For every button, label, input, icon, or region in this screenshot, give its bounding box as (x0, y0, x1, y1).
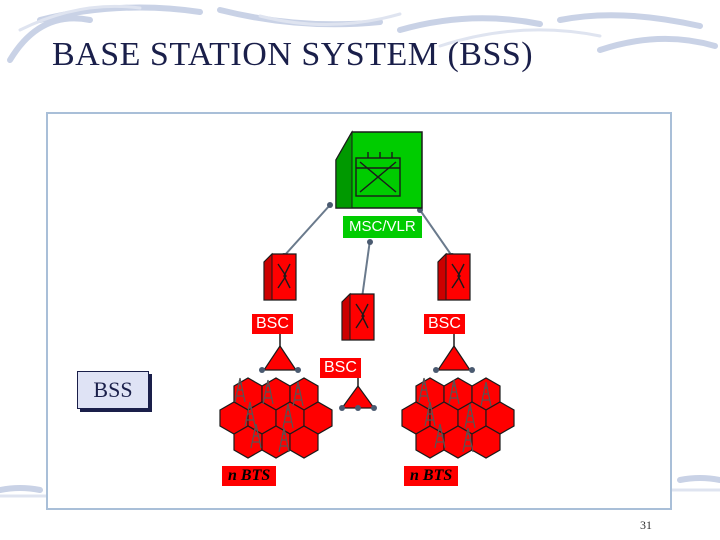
bsc-center-label: BSC (320, 358, 361, 378)
page-number: 31 (640, 518, 652, 532)
bsc-right-label: BSC (424, 314, 465, 334)
msc-vlr-node (335, 130, 423, 209)
bss-label: BSS (77, 371, 149, 409)
bsc-left-node (263, 252, 297, 301)
msc-bsc-links (283, 204, 453, 299)
bsc-center-node (341, 292, 375, 341)
bsc-right-node (437, 252, 471, 301)
page-title: BASE STATION SYSTEM (BSS) (52, 36, 534, 73)
bts-cluster-left (219, 377, 333, 459)
bts-cluster-right (401, 377, 515, 459)
msc-vlr-label: MSC/VLR (343, 216, 422, 238)
bsc-left-label: BSC (252, 314, 293, 334)
bts-right-label: n BTS (404, 466, 459, 486)
bts-left-label: n BTS (222, 466, 277, 486)
